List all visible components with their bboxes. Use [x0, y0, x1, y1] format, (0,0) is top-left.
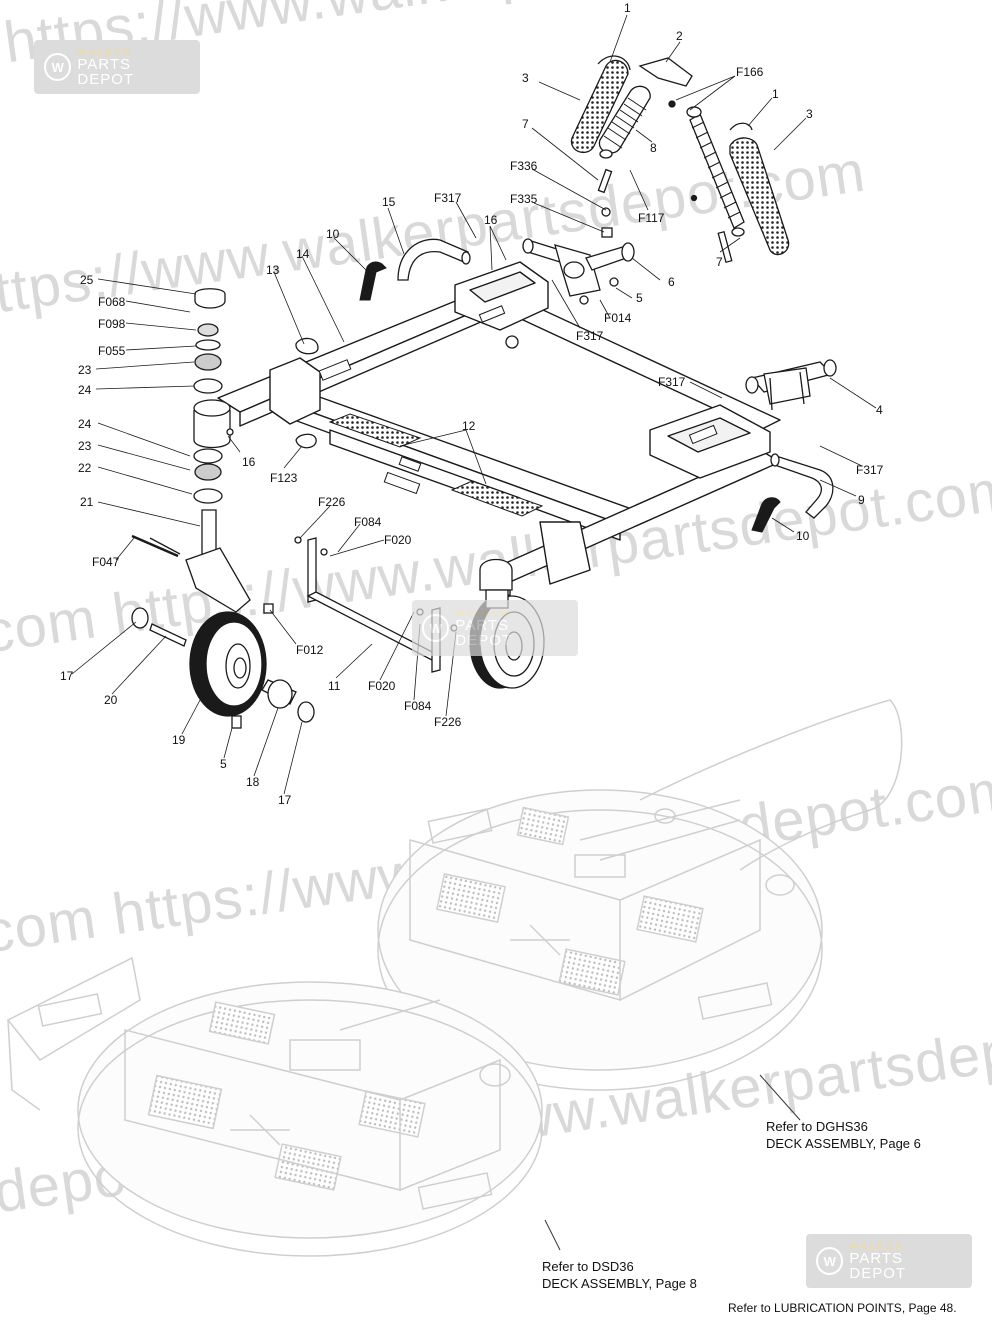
leader-lines	[71, 14, 877, 795]
callout-17b: 17	[278, 793, 292, 807]
callout-2: 2	[676, 29, 683, 43]
callout-F020b: F020	[368, 679, 396, 693]
callout-17a: 17	[60, 669, 74, 683]
callout-16a: 16	[484, 213, 498, 227]
logo-big-text: PARTS DEPOT	[455, 616, 513, 649]
callout-5b: 5	[220, 757, 227, 771]
logo-big-text: PARTS DEPOT	[849, 1249, 907, 1282]
handles	[397, 238, 834, 519]
callout-10b: 10	[796, 529, 810, 543]
callout-3b: 3	[806, 107, 813, 121]
walker-logo-middle: W WALKER PARTS DEPOT	[412, 600, 578, 656]
logo-small-text: WALKER	[849, 1240, 906, 1251]
callout-6: 6	[668, 275, 675, 289]
callout-20: 20	[104, 693, 118, 707]
frame-decals	[318, 305, 718, 495]
note-dsd36-line1: Refer to DSD36	[542, 1259, 634, 1274]
pivot-stack	[131, 288, 519, 614]
callout-F226a: F226	[318, 495, 346, 509]
callout-14: 14	[296, 247, 310, 261]
walker-w-icon: W	[44, 53, 72, 81]
callout-18: 18	[246, 775, 260, 789]
lift-arm-4	[745, 359, 837, 411]
note-lubrication: Refer to LUBRICATION POINTS, Page 48.	[728, 1301, 957, 1315]
callout-F084b: F084	[404, 699, 432, 713]
callout-22: 22	[78, 461, 92, 475]
walker-w-icon: W	[816, 1247, 844, 1275]
callout-F317a: F317	[434, 191, 462, 205]
step-plates	[328, 413, 544, 517]
callout-F335: F335	[510, 192, 538, 206]
logo-small-text: WALKER	[455, 607, 512, 618]
callout-23b: 23	[78, 439, 92, 453]
callout-5a: 5	[636, 291, 643, 305]
callout-25: 25	[80, 273, 94, 287]
callout-24b: 24	[78, 417, 92, 431]
callout-24a: 24	[78, 383, 92, 397]
callout-16b: 16	[242, 455, 256, 469]
callout-7b: 7	[716, 255, 723, 269]
callout-4: 4	[876, 403, 883, 417]
callout-7a: 7	[522, 117, 529, 131]
callout-F012: F012	[296, 643, 324, 657]
callout-1a: 1	[624, 1, 631, 15]
callout-F117: F117	[638, 211, 665, 225]
deck-dsd36-ghost	[6, 956, 561, 1257]
spring-group	[570, 55, 790, 264]
callout-F317c: F317	[658, 375, 686, 389]
callout-3a: 3	[522, 71, 529, 85]
callout-9: 9	[858, 493, 865, 507]
callout-21: 21	[80, 495, 94, 509]
wheel-19	[131, 607, 315, 729]
callout-F123: F123	[270, 471, 298, 485]
callout-11: 11	[328, 679, 341, 693]
grips-10	[359, 261, 781, 533]
callout-F020a: F020	[384, 533, 412, 547]
callout-12: 12	[462, 419, 476, 433]
logo-big-text: PARTS DEPOT	[77, 55, 135, 88]
note-dsd36-line2: DECK ASSEMBLY, Page 8	[542, 1276, 697, 1291]
note-dghs36-line2: DECK ASSEMBLY, Page 6	[766, 1136, 921, 1151]
callout-F084a: F084	[354, 515, 382, 529]
note-dsd36: Refer to DSD36 DECK ASSEMBLY, Page 8	[542, 1258, 697, 1292]
walker-logo-bottom: W WALKER PARTS DEPOT	[806, 1234, 972, 1288]
callout-labels: 1 2 3 F166 1 3 7 8 F336 F117 F335 F317 1…	[60, 1, 884, 807]
lift-arm-6	[522, 238, 635, 305]
callout-F317b: F317	[576, 329, 604, 343]
callout-1b: 1	[772, 87, 779, 101]
callout-F055: F055	[98, 344, 126, 358]
callout-F317d: F317	[856, 463, 884, 477]
note-dghs36-line1: Refer to DGHS36	[766, 1119, 868, 1134]
walker-logo-top: W WALKER PARTS DEPOT	[34, 40, 200, 94]
callout-19: 19	[172, 733, 186, 747]
callout-15: 15	[382, 195, 396, 209]
callout-8: 8	[650, 141, 657, 155]
note-dghs36: Refer to DGHS36 DECK ASSEMBLY, Page 6	[766, 1118, 921, 1152]
walker-w-icon: W	[422, 614, 450, 642]
deck-dghs36-ghost	[377, 699, 903, 1121]
callout-10a: 10	[326, 227, 340, 241]
callout-F098: F098	[98, 317, 126, 331]
callout-F014: F014	[604, 311, 632, 325]
callout-F068: F068	[98, 295, 126, 309]
logo-small-text: WALKER	[77, 46, 134, 57]
callout-F226b: F226	[434, 715, 462, 729]
callout-F336: F336	[510, 159, 538, 173]
callout-13: 13	[266, 263, 280, 277]
callout-23a: 23	[78, 363, 92, 377]
callout-F047: F047	[92, 555, 120, 569]
callout-F166: F166	[736, 65, 764, 79]
